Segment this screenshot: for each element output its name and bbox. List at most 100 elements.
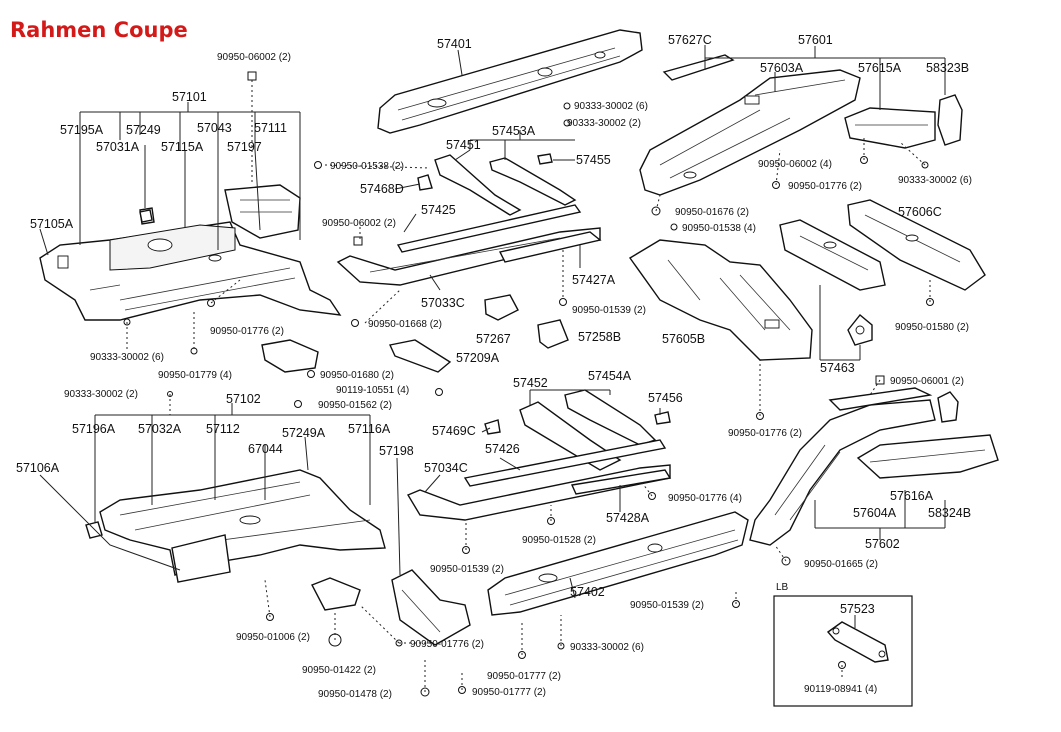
label-90950-01422-2: 90950-01422 (2) [302, 665, 376, 676]
part-57101-front-side-member [39, 184, 342, 321]
label-90950-06002-mid: 90950-06002 (2) [322, 218, 396, 229]
label-57111: 57111 [254, 121, 287, 135]
part-labels: 57401 57627C 57601 57603A 57615A 58323B … [16, 33, 972, 700]
label-90950-01776-2c: 90950-01776 (2) [728, 428, 802, 439]
label-90333-30002-6-bot: 90333-30002 (6) [570, 642, 644, 653]
part-small-brackets [139, 153, 671, 611]
label-57453A: 57453A [492, 124, 536, 138]
part-57102-front-side-member [85, 469, 386, 583]
label-57602: 57602 [865, 537, 900, 551]
label-90950-01668-2: 90950-01668 (2) [368, 319, 442, 330]
label-57605B: 57605B [662, 332, 705, 346]
part-57603A-rear-frame [639, 69, 861, 196]
label-57258B: 57258B [578, 330, 621, 344]
label-58324B: 58324B [928, 506, 971, 520]
label-57043: 57043 [197, 121, 232, 135]
part-58323B-bracket [937, 94, 963, 146]
label-57603A: 57603A [760, 61, 804, 75]
part-57523-brace [826, 621, 889, 663]
label-90950-01538-4: 90950-01538 (4) [682, 223, 756, 234]
label-67044: 67044 [248, 442, 283, 456]
label-90950-01680-2: 90950-01680 (2) [320, 370, 394, 381]
part-57267-bracket [484, 294, 519, 321]
label-57106A: 57106A [16, 461, 60, 475]
label-57196A: 57196A [72, 422, 116, 436]
label-90950-01478-2: 90950-01478 (2) [318, 689, 392, 700]
label-90333-30002-2-left: 90333-30002 (2) [64, 389, 138, 400]
label-57033C: 57033C [421, 296, 465, 310]
label-90950-01665-2: 90950-01665 (2) [804, 559, 878, 570]
label-90950-01006-2: 90950-01006 (2) [236, 632, 310, 643]
part-57258B-mount [537, 319, 569, 349]
label-57627C: 57627C [668, 33, 712, 47]
label-57112: 57112 [206, 422, 240, 436]
part-57605B-floor-pan [628, 239, 813, 361]
label-57469C: 57469C [432, 424, 476, 438]
label-57267: 57267 [476, 332, 511, 346]
label-57249: 57249 [126, 123, 161, 137]
part-57198-gusset [391, 569, 471, 646]
label-57105A: 57105A [30, 217, 74, 231]
label-57468D: 57468D [360, 182, 404, 196]
label-90950-01779-4: 90950-01779 (4) [158, 370, 232, 381]
label-57198: 57198 [379, 444, 414, 458]
part-57615A-extension [844, 107, 936, 149]
label-57606C: 57606C [898, 205, 942, 219]
label-57031A: 57031A [96, 140, 140, 154]
label-90950-01580-2: 90950-01580 (2) [895, 322, 969, 333]
label-57032A: 57032A [138, 422, 182, 436]
label-90950-01539-b: 90950-01539 (2) [430, 564, 504, 575]
label-57102: 57102 [226, 392, 261, 406]
label-90950-01676-2: 90950-01676 (2) [675, 207, 749, 218]
part-57402-rocker-lower [487, 511, 749, 616]
label-90333-30002-6-right: 90333-30002 (6) [898, 175, 972, 186]
label-90950-06002-4: 90950-06002 (4) [758, 159, 832, 170]
lb-box [773, 595, 913, 707]
label-lb: LB [776, 582, 789, 593]
part-57401-rocker-upper [377, 29, 643, 134]
part-57604A-rear-frame [749, 387, 936, 546]
label-57101: 57101 [172, 90, 207, 104]
diagram-title: Rahmen Coupe [10, 18, 188, 42]
label-90950-01776-2a: 90950-01776 (2) [210, 326, 284, 337]
label-57249A: 57249A [282, 426, 326, 440]
label-90333-30002-2-top: 90333-30002 (2) [567, 118, 641, 129]
label-57455: 57455 [576, 153, 611, 167]
label-57401: 57401 [437, 37, 472, 51]
label-57604A: 57604A [853, 506, 897, 520]
label-90119-08941-4: 90119-08941 (4) [804, 684, 877, 695]
label-90950-01776-2d: 90950-01776 (2) [410, 639, 484, 650]
part-57209A-plate [388, 339, 452, 373]
part-57606C-crossmember [779, 199, 986, 291]
leader-lines [39, 45, 946, 692]
label-90950-01528-2: 90950-01528 (2) [522, 535, 596, 546]
label-90950-01562-2: 90950-01562 (2) [318, 400, 392, 411]
label-90950-06001-2: 90950-06001 (2) [890, 376, 964, 387]
label-57456: 57456 [648, 391, 683, 405]
label-57195A: 57195A [60, 123, 104, 137]
label-57523: 57523 [840, 602, 875, 616]
label-90333-30002-6-top: 90333-30002 (6) [574, 101, 648, 112]
part-57627C-bar [662, 54, 735, 81]
label-90950-01777-2a: 90950-01777 (2) [487, 671, 561, 682]
label-90950-01776-4: 90950-01776 (4) [668, 493, 742, 504]
label-57197: 57197 [227, 140, 262, 154]
label-90950-01539-a: 90950-01539 (2) [572, 305, 646, 316]
part-57463-mount [847, 314, 873, 346]
label-57426: 57426 [485, 442, 520, 456]
label-90119-10551-4: 90119-10551 (4) [336, 385, 409, 396]
label-90950-01776-2b: 90950-01776 (2) [788, 181, 862, 192]
part-57451-crossmember [336, 154, 602, 286]
label-57454A: 57454A [588, 369, 632, 383]
part-57616A-extension [856, 434, 999, 479]
label-58323B: 58323B [926, 61, 969, 75]
label-90950-06002-top: 90950-06002 (2) [217, 52, 291, 63]
label-90950-01777-2b: 90950-01777 (2) [472, 687, 546, 698]
label-90333-30002-6-left: 90333-30002 (6) [90, 352, 164, 363]
label-57601: 57601 [798, 33, 833, 47]
label-57116A: 57116A [348, 422, 391, 436]
label-90950-01539-c: 90950-01539 (2) [630, 600, 704, 611]
label-57034C: 57034C [424, 461, 468, 475]
label-57402: 57402 [570, 585, 605, 599]
